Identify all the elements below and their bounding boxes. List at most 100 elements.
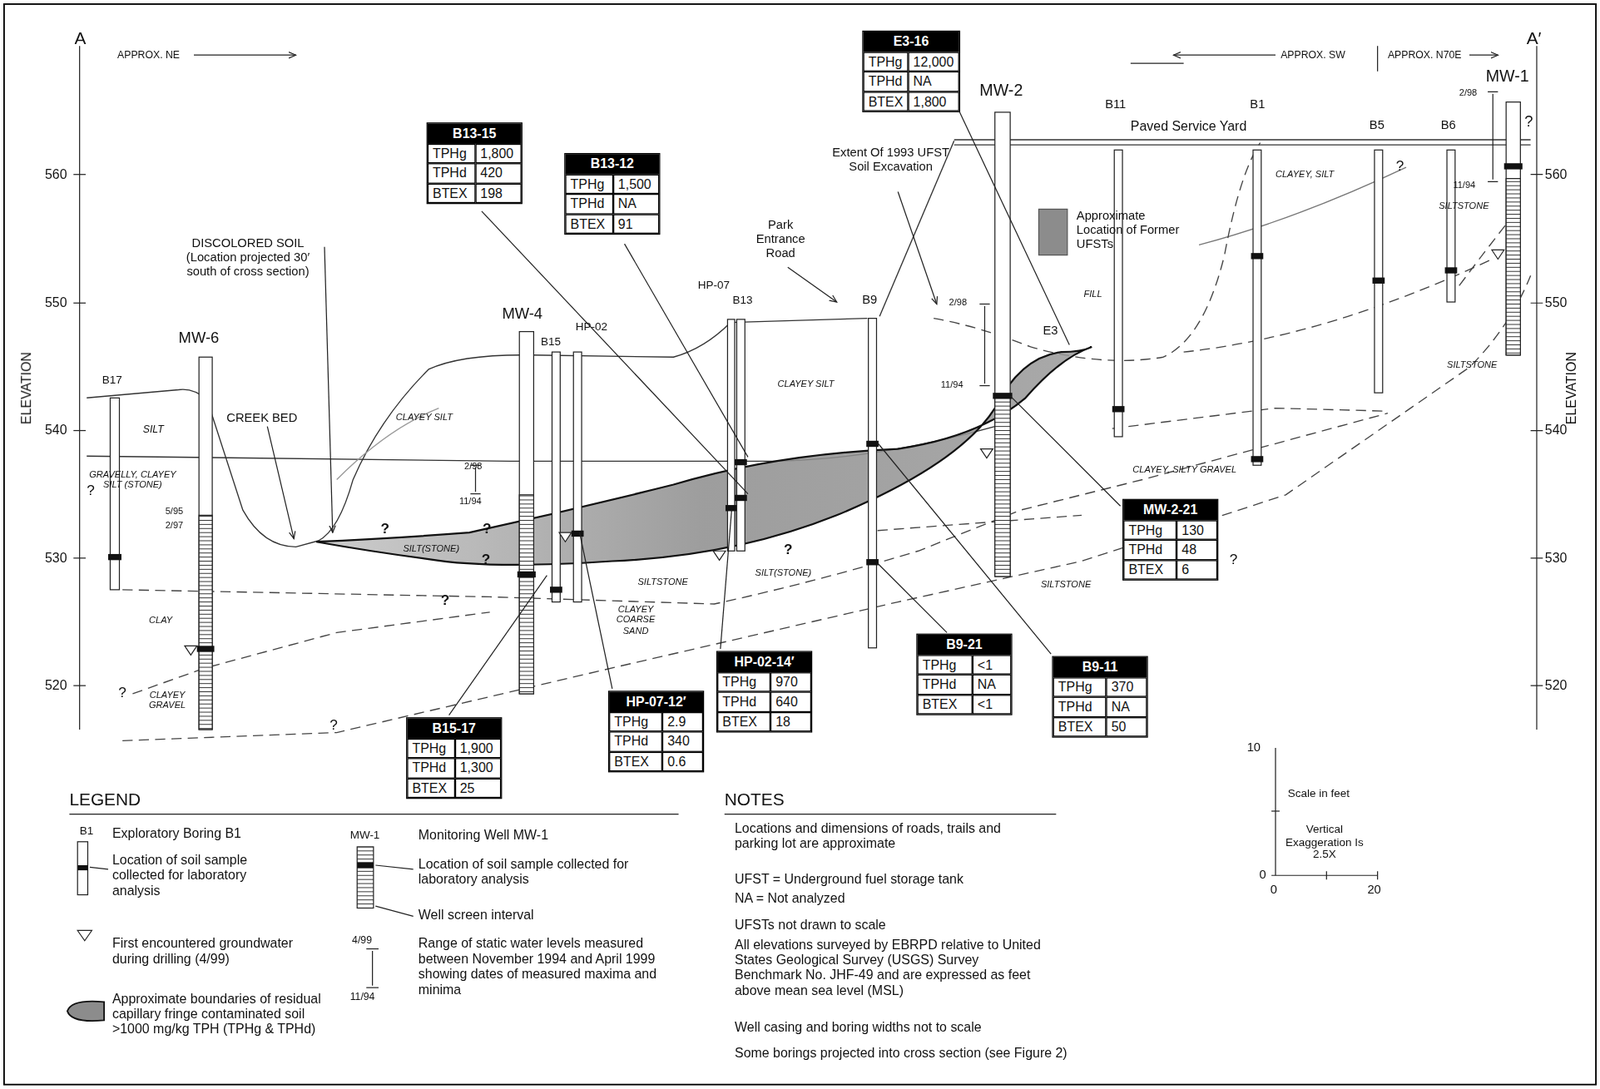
drawing-stroke [69, 63, 1498, 988]
analyte-value: 50 [1106, 717, 1148, 738]
drawing-stroke [1173, 54, 1276, 56]
groundwater-symbol [1491, 249, 1505, 259]
table-heading: B9-11 [1053, 657, 1148, 678]
drawing-stroke [77, 930, 92, 941]
soil-label: CLAYEY, SILTY GRAVEL [1132, 464, 1237, 476]
result-grid: TPHg<1TPHdNABTEX<1 [917, 654, 1012, 715]
analyte-value: 130 [1176, 520, 1218, 540]
drawing-stroke [1010, 396, 1120, 506]
text-label: Scale in feet [1287, 787, 1350, 801]
drawing-stroke [316, 346, 1092, 565]
drawing-stroke [122, 143, 1531, 742]
text-label: B1 [1249, 98, 1265, 113]
text-label: APPROX. SW [1280, 49, 1346, 61]
analyte-value: 1,800 [907, 91, 959, 112]
drawing-stroke [108, 102, 1523, 730]
drawing-stroke [73, 685, 86, 687]
text-label: 530 [44, 550, 68, 566]
analyte-value: 25 [455, 777, 502, 798]
drawing-stroke [77, 842, 88, 896]
soil-label: CLAYEY, SILT [1275, 169, 1334, 181]
table-heading: B15-17 [406, 718, 501, 739]
analyte-value: 1,300 [455, 757, 502, 778]
boring [736, 319, 745, 551]
soil-label: CLAYEY SILT [777, 378, 835, 390]
result-grid: TPHg1,900TPHd1,300BTEX25 [406, 738, 501, 798]
text-label: MW-1 [1486, 67, 1530, 87]
text-label: MW-2 [979, 81, 1023, 101]
analyte-value: 0.6 [662, 752, 704, 773]
soil-sample [1251, 455, 1264, 462]
soil-label: CLAY [148, 615, 173, 627]
drawing-stroke [951, 94, 1070, 346]
analyte-value: NA [613, 193, 660, 214]
analyte-value: NA [907, 71, 959, 92]
drawing-stroke [979, 303, 990, 305]
drawing-stroke [375, 865, 413, 870]
drawing-stroke [366, 987, 379, 989]
boring [995, 112, 1011, 577]
analyte-name: BTEX [609, 752, 663, 773]
text-label: 11/94 [350, 990, 376, 1003]
text-label: 2/98 [464, 460, 483, 472]
analyte-name: BTEX [427, 183, 476, 204]
analyte-name: TPHd [609, 732, 663, 753]
analyte-name: TPHg [406, 738, 455, 758]
sample-table: B13-12TPHg1,500TPHdNABTEX91 [564, 153, 660, 236]
legend-text: Location of soil sample collected for la… [112, 852, 292, 899]
text-label: APPROX. N70E [1387, 49, 1462, 61]
table-heading: HP-02-14′ [717, 652, 812, 673]
text-label: B6 [1441, 118, 1457, 133]
drawing-stroke [1487, 181, 1498, 183]
text-label: Vertical Exaggeration Is 2.5X [1280, 822, 1368, 862]
analyte-value: 1,900 [455, 738, 502, 758]
boring [1374, 149, 1383, 393]
text-label: 550 [1545, 296, 1568, 312]
text-label: HP-07 [698, 278, 730, 293]
analyte-name: TPHg [1123, 520, 1177, 540]
analyte-name: TPHd [1123, 539, 1177, 560]
text-label: 2/98 [1459, 87, 1478, 99]
soil-label: SILT(STONE) [402, 544, 460, 555]
drawing-stroke [375, 906, 413, 917]
analyte-name: TPHd [564, 193, 613, 214]
boring [1505, 102, 1521, 356]
analyte-name: TPHd [1053, 697, 1107, 718]
soil-sample [1112, 406, 1125, 412]
result-grid: TPHg1,800TPHd420BTEX198 [427, 143, 522, 204]
text-label: Well casing and boring widths not to sca… [734, 1020, 982, 1036]
drawing-stroke [1530, 557, 1544, 559]
notes-heading: NOTES [724, 789, 785, 810]
soil-sample [197, 645, 215, 652]
analyte-value: 340 [662, 732, 704, 753]
text-label: 11/94 [941, 379, 964, 391]
legend-heading: LEGEND [69, 789, 141, 810]
text-label: 20 [1367, 883, 1381, 898]
drawing-stroke [1530, 430, 1544, 431]
soil-label: GRAVELLY, CLAYEY SILT (STONE) [87, 469, 178, 491]
result-grid: TPHg370TPHdNABTEX50 [1053, 677, 1148, 738]
drawing-stroke [371, 951, 373, 986]
drawing-stroke [1130, 62, 1184, 64]
text-label: 560 [1545, 167, 1568, 183]
text-label: ? [86, 481, 95, 499]
drawing-stroke [267, 426, 294, 540]
text-label: All elevations surveyed by EBRPD relativ… [734, 937, 1041, 999]
table-heading: B13-12 [564, 153, 659, 174]
soil-sample [734, 459, 748, 466]
drawing-stroke [132, 612, 490, 694]
boring [1253, 149, 1262, 466]
soil-label: CLAYEY COARSE SAND [604, 604, 668, 636]
soil-sample [108, 554, 122, 560]
drawing-stroke [579, 532, 613, 689]
analyte-name: TPHg [863, 51, 909, 72]
analyte-value: 12,000 [907, 51, 959, 72]
analyte-value: NA [1106, 697, 1148, 718]
drawing-stroke [69, 813, 679, 815]
sample-table: B9-11TPHg370TPHdNABTEX50 [1051, 656, 1148, 739]
soil-sample [571, 530, 585, 537]
analyte-value: <1 [972, 654, 1012, 675]
text-label: ? [440, 591, 451, 609]
analyte-value: NA [972, 674, 1012, 695]
analyte-name: TPHg [717, 672, 771, 693]
